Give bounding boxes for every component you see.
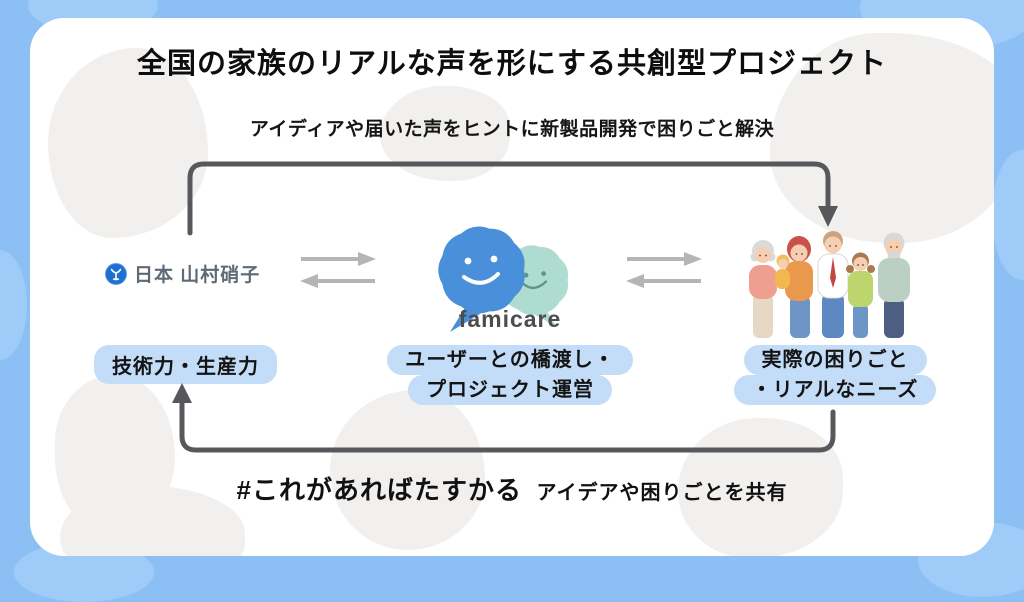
users-role-pill-line2: ・リアルなニーズ xyxy=(733,375,937,405)
platform-role-pill-line2: プロジェクト運営 xyxy=(408,375,612,405)
background-blob xyxy=(992,150,1024,280)
bottom-message: #これがあればたすかる アイデアや困りごとを共有 xyxy=(30,470,994,507)
platform-role-pill-line1: ユーザーとの橋渡し・ xyxy=(387,345,633,375)
background-blob xyxy=(0,250,27,360)
company-role: 技術力・生産力 xyxy=(94,345,277,384)
slide-card: 全国の家族のリアルな声を形にする共創型プロジェクト アイディアや届いた声をヒント… xyxy=(30,18,994,556)
card-blob xyxy=(48,48,208,238)
company-role-pill: 技術力・生産力 xyxy=(94,345,277,384)
family-illustration xyxy=(742,228,917,346)
famicare-mascot-icon xyxy=(420,208,590,348)
card-blob xyxy=(678,418,843,556)
exchange-arrows-company-famicare xyxy=(298,248,378,292)
yamamura-emblem-icon xyxy=(105,262,127,285)
feedback-loop-top-arrow xyxy=(185,160,845,238)
famicare-wordmark: famicare xyxy=(458,306,562,332)
exchange-arrows-famicare-family xyxy=(624,248,704,292)
users-role: 実際の困りごと ・リアルなニーズ xyxy=(710,345,960,405)
page-subtitle: アイディアや届いた声をヒントに新製品開発で困りごと解決 xyxy=(249,119,775,140)
share-caption: アイデアや困りごとを共有 xyxy=(536,482,788,504)
page-title: 全国の家族のリアルな声を形にする共創型プロジェクト xyxy=(136,48,887,80)
feedback-loop-bottom-arrow xyxy=(170,380,850,456)
platform-role: ユーザーとの橋渡し・ プロジェクト運営 xyxy=(360,345,660,405)
card-blob xyxy=(770,33,994,243)
card-blob xyxy=(330,390,485,550)
yamamura-logo-text: 日本 山村硝子 xyxy=(134,265,261,286)
users-role-pill-line1: 実際の困りごと xyxy=(743,345,927,375)
hashtag-text: #これがあればたすかる xyxy=(236,475,522,505)
yamamura-logo: 日本 山村硝子 xyxy=(105,260,260,287)
